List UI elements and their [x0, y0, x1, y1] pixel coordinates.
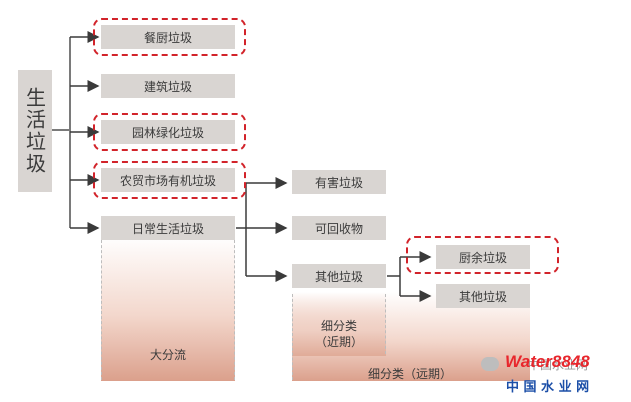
root-node: 生活垃圾 — [18, 70, 52, 192]
level1-label: 建筑垃圾 — [143, 79, 192, 94]
level3-label: 厨余垃圾 — [458, 250, 507, 265]
stage-label-near: 细分类 （近期） — [314, 319, 363, 349]
level2-label: 其他垃圾 — [314, 269, 363, 284]
level2-label: 可回收物 — [314, 221, 363, 236]
watermark-site-logo: Water8848 — [505, 352, 590, 371]
wechat-icon — [481, 357, 499, 371]
highlight-outline — [406, 236, 559, 274]
stage-band-near — [292, 292, 386, 356]
guide-line — [292, 294, 293, 380]
level1-label: 农贸市场有机垃圾 — [119, 173, 216, 188]
level1-node-daily: 日常生活垃圾 — [101, 216, 235, 240]
level2-node-recyclable: 可回收物 — [292, 216, 386, 240]
guide-line — [234, 240, 235, 380]
level1-label: 餐厨垃圾 — [143, 30, 192, 45]
highlight-outline — [93, 113, 246, 151]
level1-node-construction: 建筑垃圾 — [101, 74, 235, 98]
level3-label: 其他垃圾 — [458, 289, 507, 304]
highlight-outline — [93, 161, 246, 199]
stage-label-far: 细分类（远期） — [367, 367, 452, 381]
stage-band-major — [101, 236, 235, 381]
level1-label: 园林绿化垃圾 — [131, 125, 204, 140]
highlight-outline — [93, 18, 246, 56]
level3-node-other: 其他垃圾 — [436, 284, 530, 308]
guide-line — [101, 240, 102, 380]
root-label: 生活垃圾 — [22, 87, 47, 175]
level3-node-food: 厨余垃圾 — [436, 245, 530, 269]
level1-label: 日常生活垃圾 — [131, 221, 204, 236]
level2-node-hazardous: 有害垃圾 — [292, 170, 386, 194]
level1-node-garden: 园林绿化垃圾 — [101, 120, 235, 144]
watermark-wechat-text: 中国水业网 — [528, 358, 589, 372]
level1-node-kitchen: 餐厨垃圾 — [101, 25, 235, 49]
watermark-site-name: 中 国 水 业 网 — [506, 380, 590, 395]
level1-node-market: 农贸市场有机垃圾 — [101, 168, 235, 192]
level2-label: 有害垃圾 — [314, 175, 363, 190]
guide-line — [385, 294, 386, 354]
level2-node-other: 其他垃圾 — [292, 264, 386, 288]
stage-label-major: 大分流 — [149, 348, 186, 362]
